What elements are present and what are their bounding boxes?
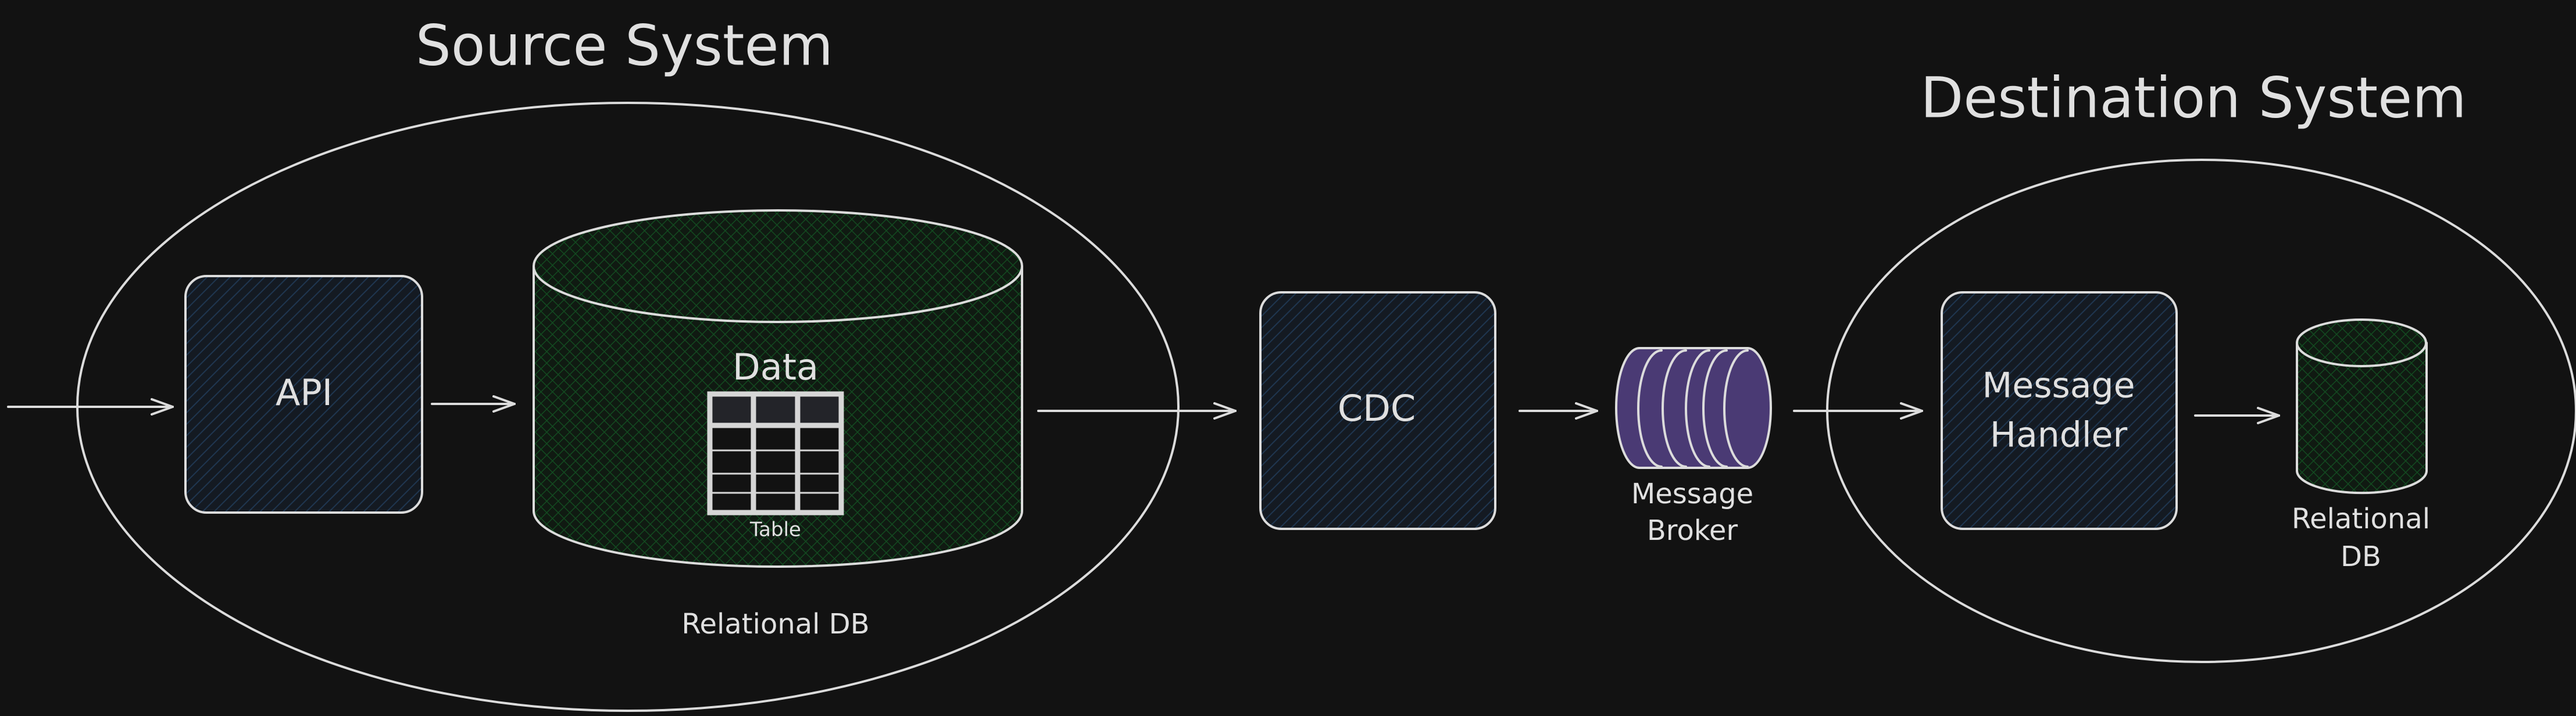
message-broker-queue-icon[interactable] [1615, 347, 1772, 469]
table-icon [707, 391, 844, 515]
handler-label-line1: Message [1982, 366, 2135, 406]
destination-database-cylinder[interactable] [2296, 318, 2428, 495]
source-system-title: Source System [416, 13, 833, 78]
destination-system-boundary [1826, 159, 2576, 663]
api-label: API [276, 371, 333, 414]
cdc-box[interactable]: CDC [1259, 291, 1496, 530]
destination-system-title: Destination System [1920, 65, 2466, 130]
database-title: Data [733, 346, 819, 388]
handler-label-line2: Handler [1990, 415, 2128, 456]
broker-label-line1: Message [1631, 478, 1753, 510]
destination-db-label-line1: Relational [2292, 503, 2430, 535]
cdc-label: CDC [1338, 387, 1416, 429]
broker-label-line2: Broker [1647, 514, 1738, 547]
message-handler-box[interactable]: Message Handler [1941, 291, 2178, 530]
database-caption: Relational DB [681, 608, 869, 640]
source-database-cylinder[interactable]: Data Table [533, 209, 1023, 568]
table-label: Table [749, 518, 801, 542]
destination-db-label-line2: DB [2341, 540, 2381, 573]
api-box[interactable]: API [184, 275, 423, 514]
